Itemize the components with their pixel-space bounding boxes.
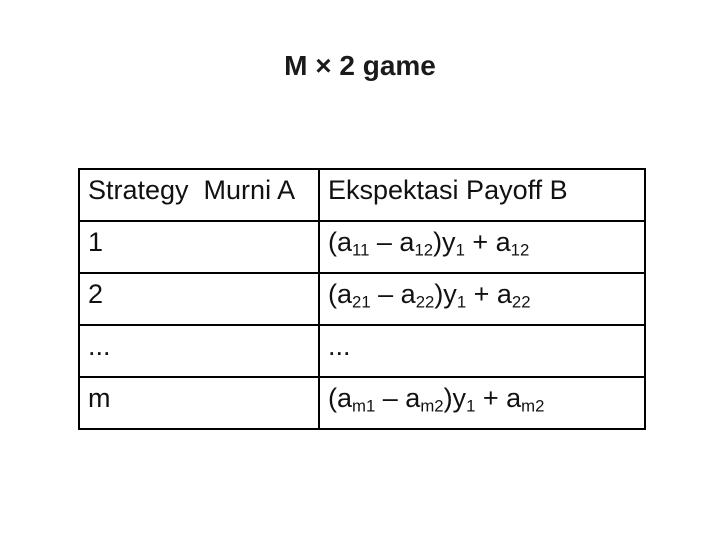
header-cell-strategy: Strategy Murni A [78, 168, 320, 222]
slide-title: M × 2 game [284, 50, 436, 81]
table-row: ... ... [78, 324, 646, 378]
table-row: 2 (a21 – a22)y1 + a22 [78, 272, 646, 326]
payoff-cell: (am1 – am2)y1 + am2 [318, 376, 646, 430]
strategy-cell: m [78, 376, 320, 430]
table-row: m (am1 – am2)y1 + am2 [78, 376, 646, 430]
payoff-cell: (a21 – a22)y1 + a22 [318, 272, 646, 326]
table-header-row: Strategy Murni A Ekspektasi Payoff B [78, 168, 646, 222]
strategy-cell: 1 [78, 220, 320, 274]
payoff-table: Strategy Murni A Ekspektasi Payoff B 1 (… [78, 168, 646, 430]
strategy-cell: 2 [78, 272, 320, 326]
table-row: 1 (a11 – a12)y1 + a12 [78, 220, 646, 274]
payoff-cell: ... [318, 324, 646, 378]
payoff-cell: (a11 – a12)y1 + a12 [318, 220, 646, 274]
strategy-cell: ... [78, 324, 320, 378]
header-cell-payoff: Ekspektasi Payoff B [318, 168, 646, 222]
